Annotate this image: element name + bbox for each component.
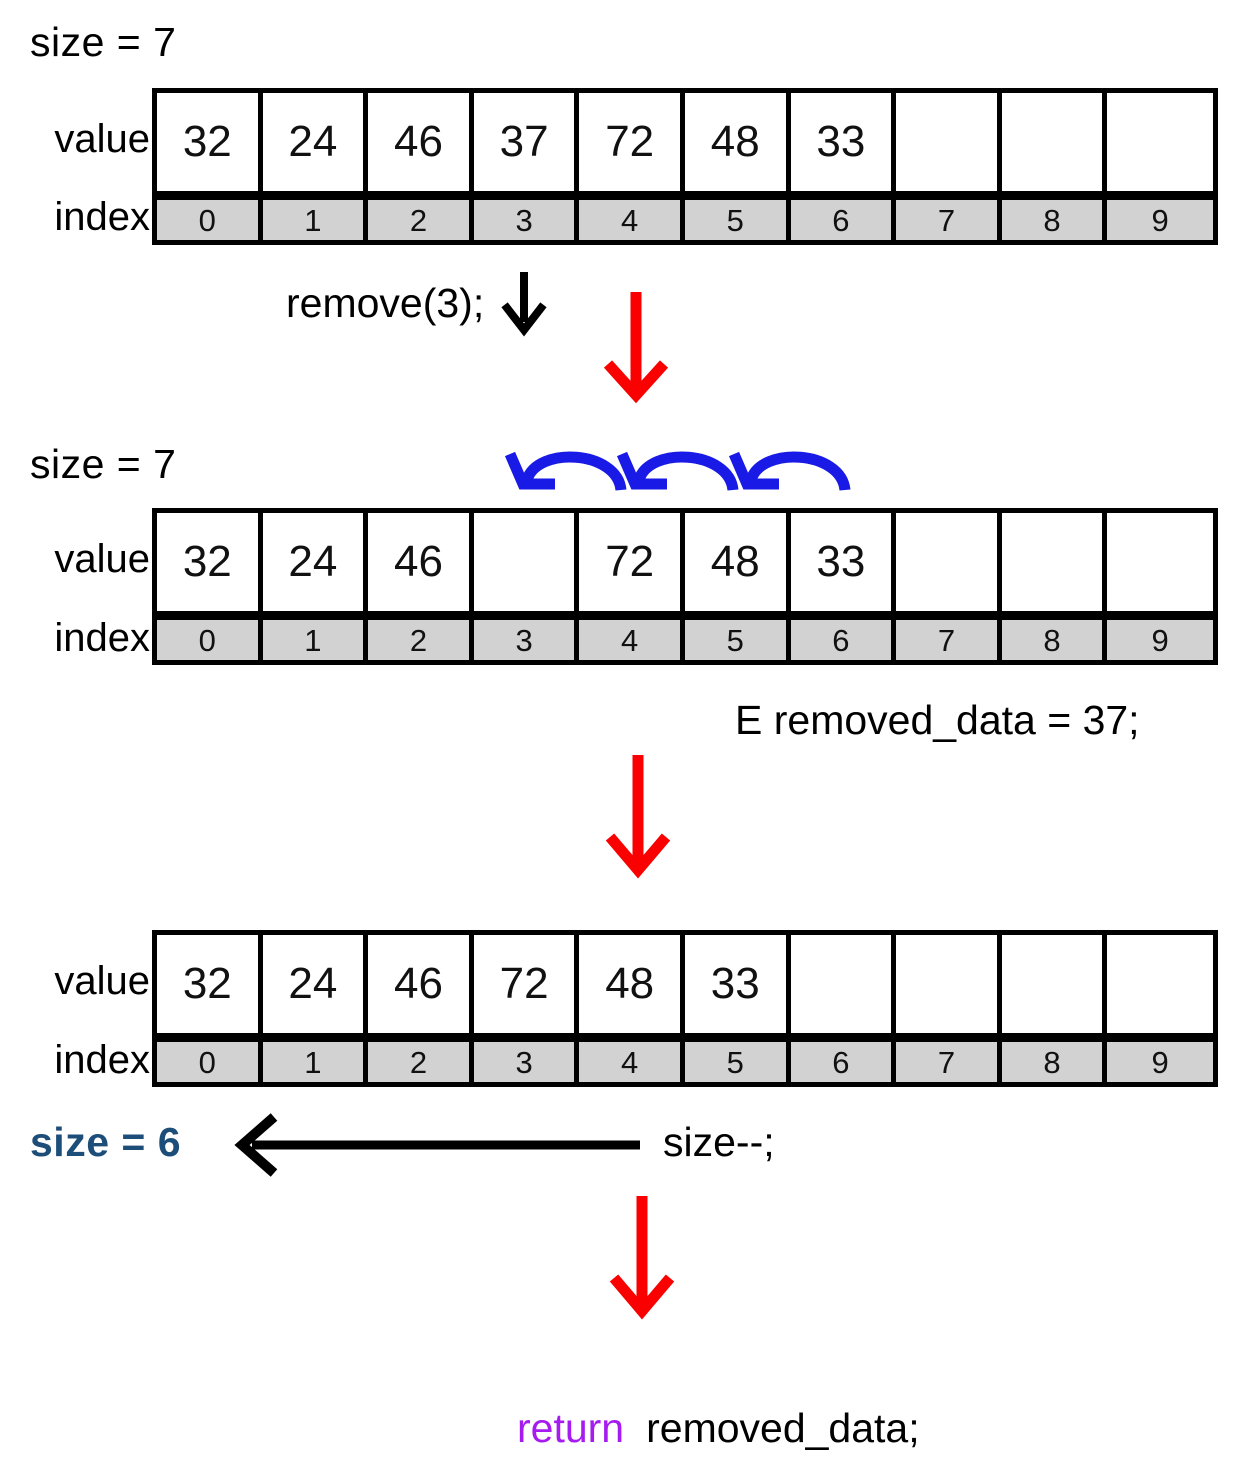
size-label-shifted: size = 7 bbox=[30, 441, 177, 487]
index-cell-8: 8 bbox=[1001, 1042, 1108, 1082]
index-cell-8: 8 bbox=[1001, 200, 1108, 240]
black-down-arrow-icon bbox=[501, 272, 547, 337]
value-cell-1: 24 bbox=[262, 513, 369, 611]
size-decrement-label: size--; bbox=[663, 1119, 775, 1165]
value-cell-2: 46 bbox=[368, 513, 474, 611]
value-cell-6: 33 bbox=[790, 513, 897, 611]
index-cell-0: 0 bbox=[157, 200, 263, 240]
index-cell-1: 1 bbox=[262, 1042, 369, 1082]
value-row-label-shifted: value bbox=[54, 537, 150, 581]
value-cell-0: 32 bbox=[157, 93, 263, 191]
index-row-label-shifted: index bbox=[54, 616, 150, 660]
index-cell-3: 3 bbox=[473, 200, 580, 240]
index-cell-7: 7 bbox=[896, 1042, 1002, 1082]
index-cell-4: 4 bbox=[579, 620, 685, 660]
value-cell-7 bbox=[896, 513, 1002, 611]
index-cell-2: 2 bbox=[368, 200, 474, 240]
shift-arrow-4-to-3 bbox=[504, 451, 627, 492]
size-decrement-left-arrow-icon bbox=[234, 1113, 640, 1177]
value-cell-4: 72 bbox=[579, 93, 685, 191]
index-row-label-after: index bbox=[54, 1038, 150, 1082]
value-cell-1: 24 bbox=[262, 935, 369, 1033]
shift-arrows-group-icon bbox=[504, 451, 851, 492]
row-divider bbox=[157, 191, 1213, 200]
value-cell-4: 72 bbox=[579, 513, 685, 611]
shift-arrow-6-to-5 bbox=[728, 451, 851, 492]
index-cell-1: 1 bbox=[262, 200, 369, 240]
return-expression: removed_data; bbox=[646, 1405, 920, 1451]
index-cell-2: 2 bbox=[368, 620, 474, 660]
value-cell-5: 48 bbox=[684, 513, 791, 611]
index-cell-9: 9 bbox=[1107, 1042, 1213, 1082]
size-label-after: size = 6 bbox=[30, 1119, 182, 1165]
index-cell-6: 6 bbox=[790, 200, 897, 240]
value-cell-7 bbox=[896, 93, 1002, 191]
index-cell-8: 8 bbox=[1001, 620, 1108, 660]
index-row-label-before: index bbox=[54, 195, 150, 239]
index-cell-4: 4 bbox=[579, 200, 685, 240]
index-cell-6: 6 bbox=[790, 620, 897, 660]
index-cell-0: 0 bbox=[157, 620, 263, 660]
red-down-arrow-3-icon bbox=[609, 1196, 675, 1320]
value-cell-0: 32 bbox=[157, 935, 263, 1033]
value-cell-3 bbox=[473, 513, 580, 611]
index-cell-3: 3 bbox=[473, 620, 580, 660]
value-row-label-before: value bbox=[54, 117, 150, 161]
value-cell-2: 46 bbox=[368, 93, 474, 191]
value-row-label-after: value bbox=[54, 959, 150, 1003]
removed-data-assignment-label: E removed_data = 37; bbox=[735, 697, 1140, 743]
index-cell-6: 6 bbox=[790, 1042, 897, 1082]
index-cell-7: 7 bbox=[896, 620, 1002, 660]
value-cell-3: 37 bbox=[473, 93, 580, 191]
index-cell-5: 5 bbox=[684, 1042, 791, 1082]
value-cell-9 bbox=[1107, 935, 1213, 1033]
value-cell-9 bbox=[1107, 513, 1213, 611]
value-cell-1: 24 bbox=[262, 93, 369, 191]
value-cell-3: 72 bbox=[473, 935, 580, 1033]
value-cell-5: 33 bbox=[684, 935, 791, 1033]
index-cell-3: 3 bbox=[473, 1042, 580, 1082]
value-cell-8 bbox=[1001, 935, 1108, 1033]
index-cell-9: 9 bbox=[1107, 620, 1213, 660]
return-keyword: return bbox=[517, 1405, 625, 1451]
value-cell-6: 33 bbox=[790, 93, 897, 191]
value-cell-0: 32 bbox=[157, 513, 263, 611]
value-cell-5: 48 bbox=[684, 93, 791, 191]
size-label-before: size = 7 bbox=[30, 19, 177, 65]
index-cell-2: 2 bbox=[368, 1042, 474, 1082]
value-cell-7 bbox=[896, 935, 1002, 1033]
value-cell-8 bbox=[1001, 93, 1108, 191]
index-cell-1: 1 bbox=[262, 620, 369, 660]
index-cell-7: 7 bbox=[896, 200, 1002, 240]
value-cell-8 bbox=[1001, 513, 1108, 611]
value-cell-6 bbox=[790, 935, 897, 1033]
remove-call-label: remove(3); bbox=[286, 280, 485, 326]
index-cell-5: 5 bbox=[684, 620, 791, 660]
index-cell-4: 4 bbox=[579, 1042, 685, 1082]
shift-arrow-5-to-4 bbox=[616, 451, 739, 492]
red-down-arrow-1-icon bbox=[603, 292, 669, 404]
value-cell-9 bbox=[1107, 93, 1213, 191]
red-down-arrow-2-icon bbox=[605, 755, 671, 879]
return-statement: return removed_data; bbox=[517, 1408, 920, 1449]
value-cell-2: 46 bbox=[368, 935, 474, 1033]
row-divider bbox=[157, 1033, 1213, 1042]
index-cell-9: 9 bbox=[1107, 200, 1213, 240]
row-divider bbox=[157, 611, 1213, 620]
value-cell-4: 48 bbox=[579, 935, 685, 1033]
index-cell-5: 5 bbox=[684, 200, 791, 240]
index-cell-0: 0 bbox=[157, 1042, 263, 1082]
